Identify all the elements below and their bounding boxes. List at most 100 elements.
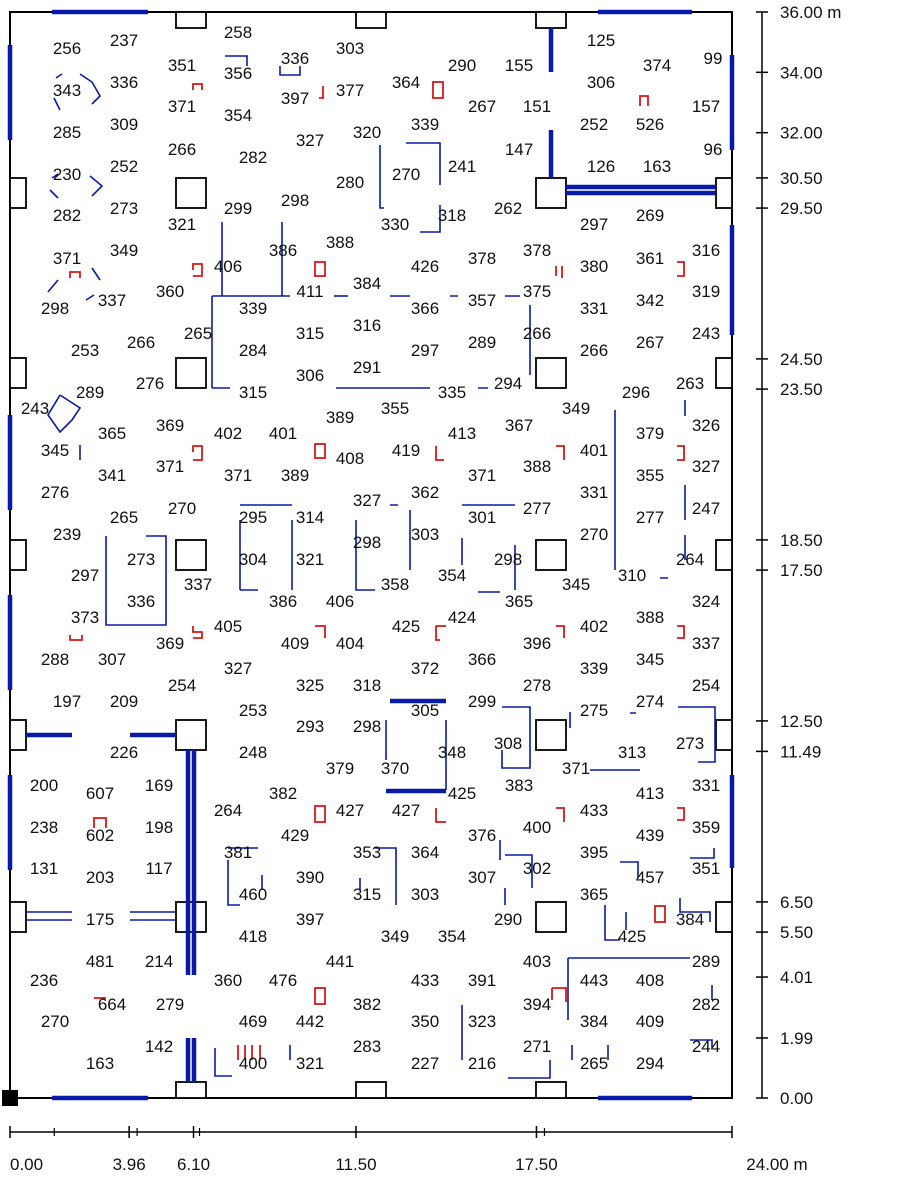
value-label: 289	[692, 952, 720, 971]
x-tick-label: 11.50	[335, 1155, 376, 1174]
value-label: 443	[580, 971, 608, 990]
origin-marker	[2, 1090, 18, 1106]
value-label: 294	[636, 1054, 664, 1073]
value-label: 279	[156, 995, 184, 1014]
value-label: 378	[468, 249, 496, 268]
value-label: 310	[618, 566, 646, 585]
value-label: 320	[353, 123, 381, 142]
value-label: 326	[692, 416, 720, 435]
value-label: 369	[156, 634, 184, 653]
value-label: 265	[184, 324, 212, 343]
value-label: 402	[580, 617, 608, 636]
value-label: 336	[127, 592, 155, 611]
value-label: 290	[448, 56, 476, 75]
value-label: 439	[636, 826, 664, 845]
value-label: 373	[71, 608, 99, 627]
value-label: 361	[636, 249, 664, 268]
value-label: 433	[580, 801, 608, 820]
value-label: 404	[336, 634, 364, 653]
value-label: 371	[468, 466, 496, 485]
value-label: 200	[30, 776, 58, 795]
value-label: 388	[636, 608, 664, 627]
value-label: 282	[239, 148, 267, 167]
value-label: 341	[98, 466, 126, 485]
value-label: 125	[587, 31, 615, 50]
value-label: 406	[214, 257, 242, 276]
value-label: 365	[580, 885, 608, 904]
value-label: 406	[326, 592, 354, 611]
value-label: 367	[505, 416, 533, 435]
value-label: 321	[296, 550, 324, 569]
value-label: 277	[523, 499, 551, 518]
value-label: 96	[704, 140, 723, 159]
x-tick-label: 6.10	[177, 1155, 210, 1174]
value-label: 388	[326, 233, 354, 252]
value-label: 397	[281, 89, 309, 108]
value-label: 169	[145, 776, 173, 795]
value-label: 238	[30, 818, 58, 837]
value-label: 263	[676, 374, 704, 393]
value-label: 117	[145, 859, 172, 878]
value-label: 262	[494, 199, 522, 218]
value-label: 313	[618, 743, 646, 762]
value-label: 203	[86, 868, 114, 887]
value-label: 386	[269, 241, 297, 260]
value-label: 271	[523, 1037, 551, 1056]
value-label: 354	[438, 566, 466, 585]
value-label: 254	[168, 676, 196, 695]
value-label: 442	[296, 1012, 324, 1031]
value-label: 357	[468, 291, 496, 310]
y-tick-label: 18.50	[780, 531, 823, 550]
value-label: 348	[438, 743, 466, 762]
value-label: 389	[281, 466, 309, 485]
value-label: 327	[353, 491, 381, 510]
value-label: 371	[224, 466, 252, 485]
value-label: 377	[336, 81, 364, 100]
value-label: 376	[468, 826, 496, 845]
x-tick-label: 0.00	[10, 1155, 43, 1174]
value-label: 264	[214, 801, 242, 820]
value-label: 351	[692, 859, 720, 878]
value-label: 370	[381, 759, 409, 778]
value-label: 383	[505, 776, 533, 795]
value-label: 364	[411, 843, 439, 862]
value-label: 366	[468, 650, 496, 669]
value-label: 216	[468, 1054, 496, 1073]
value-label: 256	[53, 39, 81, 58]
value-label: 526	[636, 115, 664, 134]
value-label: 315	[353, 885, 381, 904]
value-label: 151	[523, 97, 551, 116]
y-tick-label: 5.50	[780, 923, 813, 942]
value-label: 99	[704, 49, 723, 68]
value-label: 147	[505, 140, 533, 159]
value-label: 481	[86, 952, 114, 971]
value-label: 306	[587, 73, 615, 92]
value-label: 396	[523, 634, 551, 653]
value-label: 408	[636, 971, 664, 990]
value-label: 371	[156, 457, 184, 476]
value-label: 469	[239, 1012, 267, 1031]
value-label: 155	[505, 56, 533, 75]
value-label: 273	[110, 199, 138, 218]
value-label: 258	[224, 23, 252, 42]
value-label: 337	[98, 291, 126, 310]
value-label: 345	[41, 441, 69, 460]
y-tick-label: 29.50	[780, 199, 823, 218]
value-label: 267	[468, 97, 496, 116]
value-label: 364	[392, 73, 420, 92]
value-label: 236	[30, 971, 58, 990]
value-label: 270	[168, 499, 196, 518]
value-label: 230	[53, 165, 81, 184]
value-label: 391	[468, 971, 496, 990]
value-label: 323	[468, 1012, 496, 1031]
value-label: 198	[145, 818, 173, 837]
value-label: 476	[269, 971, 297, 990]
value-label: 209	[110, 692, 138, 711]
value-label: 349	[381, 927, 409, 946]
value-label: 360	[156, 282, 184, 301]
value-label: 197	[53, 692, 81, 711]
value-label: 288	[41, 650, 69, 669]
value-label: 331	[580, 483, 608, 502]
